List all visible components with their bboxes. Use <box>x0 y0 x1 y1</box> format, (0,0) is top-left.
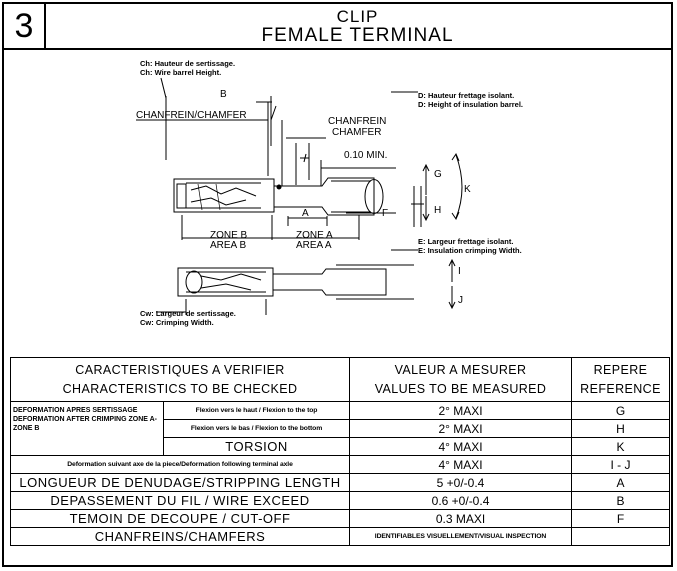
row-characteristic: Deformation suivant axe de la piece/Defo… <box>9 455 351 474</box>
dim-i: I <box>458 266 461 277</box>
chanfrein-chamfer-label: CHANFREIN/CHAMFER <box>136 110 247 121</box>
table-row: DEPASSEMENT DU FIL / WIRE EXCEED 0.6 +0/… <box>9 491 671 510</box>
row-reference: K <box>571 437 671 456</box>
d-label-en: D: Height of insulation barrel. <box>418 100 523 109</box>
row-characteristic: DEPASSEMENT DU FIL / WIRE EXCEED <box>9 491 351 510</box>
e-label-en: E: Insulation crimping Width. <box>418 246 522 255</box>
row-reference <box>571 527 671 546</box>
dim-f: F <box>382 208 388 219</box>
min-label: 0.10 MIN. <box>344 150 387 161</box>
ch-label-fr: Ch: Hauteur de sertissage. <box>140 59 235 68</box>
row-characteristic: Flexion vers le haut / Flexion to the to… <box>162 401 351 420</box>
cw-label-en: Cw: Crimping Width. <box>140 318 214 327</box>
row-value: 0.6 +0/-0.4 <box>349 491 573 510</box>
d-label-fr: D: Hauteur frettage isolant. <box>418 91 514 100</box>
row-characteristic: TEMOIN DE DECOUPE / CUT-OFF <box>9 509 351 528</box>
row-value: IDENTIFIABLES VISUELLEMENT/VISUAL INSPEC… <box>349 527 573 546</box>
chamfer-label: CHAMFER <box>332 127 381 138</box>
row-value: 4° MAXI <box>349 455 573 474</box>
table-row: LONGUEUR DE DENUDAGE/STRIPPING LENGTH 5 … <box>9 473 671 492</box>
dim-j: J <box>458 295 463 306</box>
table-row: TEMOIN DE DECOUPE / CUT-OFF 0.3 MAXI F <box>9 509 671 528</box>
row-value: 4° MAXI <box>349 437 573 456</box>
header-values: VALEUR A MESURER VALUES TO BE MEASURED <box>349 357 573 402</box>
terminal-drawing: Ch: Hauteur de sertissage. Ch: Wire barr… <box>136 59 523 327</box>
row-reference: F <box>571 509 671 528</box>
row-reference: A <box>571 473 671 492</box>
row-characteristic: Flexion vers le bas / Flexion to the bot… <box>162 419 351 438</box>
e-label-fr: E: Largeur frettage isolant. <box>418 237 513 246</box>
header-reference-fr: REPERE <box>593 362 648 377</box>
header-values-fr: VALEUR A MESURER <box>394 362 527 377</box>
header-characteristics-fr: CARACTERISTIQUES A VERIFIER <box>75 362 285 377</box>
row-value: 0.3 MAXI <box>349 509 573 528</box>
row-reference: B <box>571 491 671 510</box>
header-reference-en: REFERENCE <box>580 381 661 396</box>
row-characteristic: LONGUEUR DE DENUDAGE/STRIPPING LENGTH <box>9 473 351 492</box>
dim-k: K <box>464 184 471 195</box>
table-row: DEFORMATION APRES SERTISSAGE DEFORMATION… <box>10 401 671 456</box>
header-reference: REPERE REFERENCE <box>571 357 671 402</box>
title-block: 3 CLIP FEMALE TERMINAL <box>4 4 671 50</box>
dim-a: A <box>302 208 309 219</box>
table-header-row: CARACTERISTIQUES A VERIFIER CHARACTERIST… <box>9 357 671 402</box>
row-value: 2° MAXI <box>349 401 573 420</box>
row-value: 2° MAXI <box>349 419 573 438</box>
header-values-en: VALUES TO BE MEASURED <box>374 381 547 396</box>
row-value: 5 +0/-0.4 <box>349 473 573 492</box>
table-row: Flexion vers le bas / Flexion to the bot… <box>11 419 671 438</box>
cw-label-fr: Cw: Largeur de sertissage. <box>140 309 236 318</box>
header-characteristics-en: CHARACTERISTICS TO BE CHECKED <box>62 381 298 396</box>
zone-b-label: ZONE B <box>210 230 248 241</box>
dim-b: B <box>220 89 227 100</box>
row-reference: I - J <box>571 455 671 474</box>
title-line-2: FEMALE TERMINAL <box>261 25 454 46</box>
row-characteristic: TORSION <box>162 437 351 456</box>
group-label: DEFORMATION APRES SERTISSAGE DEFORMATION… <box>10 401 164 456</box>
title-line-1: CLIP <box>336 7 379 26</box>
table-row: Deformation suivant axe de la piece/Defo… <box>9 455 671 474</box>
characteristics-table: CARACTERISTIQUES A VERIFIER CHARACTERIST… <box>9 357 671 546</box>
chanfrein-label: CHANFREIN <box>328 116 386 127</box>
area-b-label: AREA B <box>210 240 246 251</box>
row-reference: G <box>571 401 671 420</box>
area-a-label: AREA A <box>296 240 332 251</box>
section-number: 3 <box>4 4 46 48</box>
ch-label-en: Ch: Wire barrel Height. <box>140 68 221 77</box>
header-characteristics: CARACTERISTIQUES A VERIFIER CHARACTERIST… <box>9 357 351 402</box>
zone-a-label: ZONE A <box>296 230 333 241</box>
row-characteristic: CHANFREINS/CHAMFERS <box>9 527 351 546</box>
dim-g: G <box>434 169 442 180</box>
row-reference: H <box>571 419 671 438</box>
table-row: CHANFREINS/CHAMFERS IDENTIFIABLES VISUEL… <box>9 527 671 546</box>
dim-h: H <box>434 205 441 216</box>
